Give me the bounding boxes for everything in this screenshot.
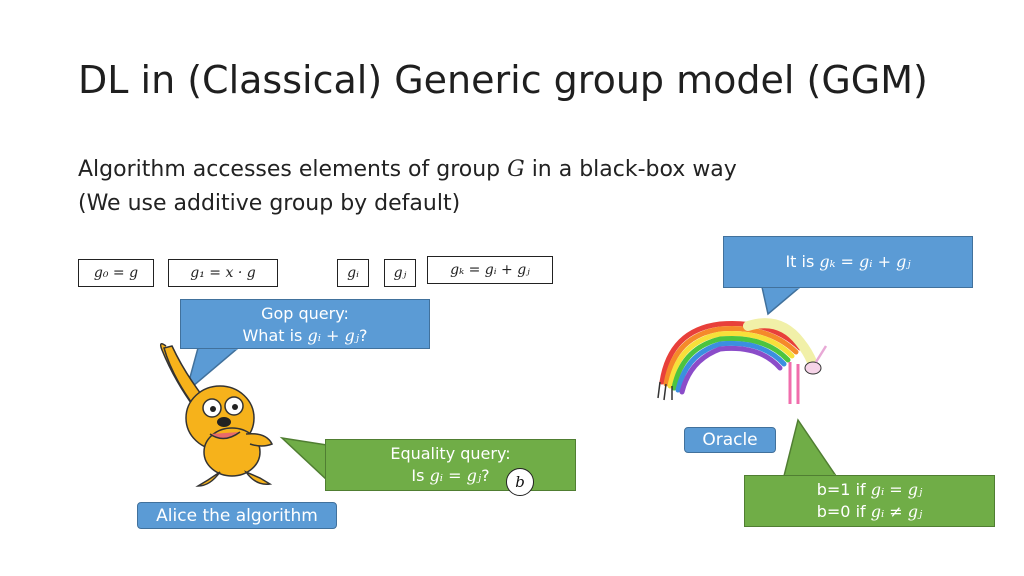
gop-line2-post: ? bbox=[359, 326, 368, 345]
gop-line2: What is gᵢ + gⱼ? bbox=[181, 325, 429, 347]
eq-line2: Is gᵢ = gⱼ? bbox=[326, 465, 575, 487]
oracle-reply-tail bbox=[761, 286, 803, 316]
body-line-2: (We use additive group by default) bbox=[78, 191, 461, 216]
bit-b-circle: b bbox=[506, 468, 534, 496]
alice-label: Alice the algorithm bbox=[137, 502, 337, 529]
eq-line2-pre: Is bbox=[411, 466, 430, 485]
answer-line1-math: gᵢ = gⱼ bbox=[870, 480, 923, 499]
line1-post: in a black-box way bbox=[524, 157, 737, 182]
jake-dog-illustration bbox=[159, 343, 274, 487]
answer-tail bbox=[783, 418, 838, 477]
answer-line2-math: gᵢ ≠ gⱼ bbox=[870, 502, 923, 521]
slide-title: DL in (Classical) Generic group model (G… bbox=[78, 58, 928, 102]
gop-line2-pre: What is bbox=[242, 326, 308, 345]
body-line-1: Algorithm accesses elements of group G i… bbox=[78, 157, 737, 182]
answer-line2: b=0 if gᵢ ≠ gⱼ bbox=[745, 501, 994, 523]
element-box-gj: gⱼ bbox=[384, 259, 416, 287]
eq-line1: Equality query: bbox=[390, 444, 511, 463]
element-box-gi: gᵢ bbox=[337, 259, 369, 287]
line1-pre: Algorithm accesses elements of group bbox=[78, 157, 508, 182]
answer-line1-pre: b=1 if bbox=[816, 480, 871, 499]
rainbow-unicorn-illustration bbox=[657, 318, 828, 404]
element-box-g1: g₁ = x · g bbox=[168, 259, 278, 287]
oracle-reply-callout: It is gₖ = gᵢ + gⱼ bbox=[723, 236, 973, 288]
gop-line1: Gop query: bbox=[261, 304, 349, 323]
answer-callout: b=1 if gᵢ = gⱼ b=0 if gᵢ ≠ gⱼ bbox=[744, 475, 995, 527]
oracle-reply-math: gₖ = gᵢ + gⱼ bbox=[819, 252, 911, 271]
gop-line2-math: gᵢ + gⱼ bbox=[307, 326, 359, 345]
eq-line2-post: ? bbox=[481, 466, 490, 485]
eq-line2-math: gᵢ = gⱼ bbox=[429, 466, 482, 485]
answer-line1: b=1 if gᵢ = gⱼ bbox=[745, 479, 994, 501]
answer-line2-pre: b=0 if bbox=[816, 502, 871, 521]
element-box-gk: gₖ = gᵢ + gⱼ bbox=[427, 256, 553, 284]
element-box-g0: g₀ = g bbox=[78, 259, 154, 287]
gop-query-callout: Gop query: What is gᵢ + gⱼ? bbox=[180, 299, 430, 349]
equality-query-callout: Equality query: Is gᵢ = gⱼ? bbox=[325, 439, 576, 491]
oracle-reply-pre: It is bbox=[785, 252, 820, 271]
oracle-label: Oracle bbox=[684, 427, 776, 453]
group-variable: G bbox=[507, 157, 525, 182]
